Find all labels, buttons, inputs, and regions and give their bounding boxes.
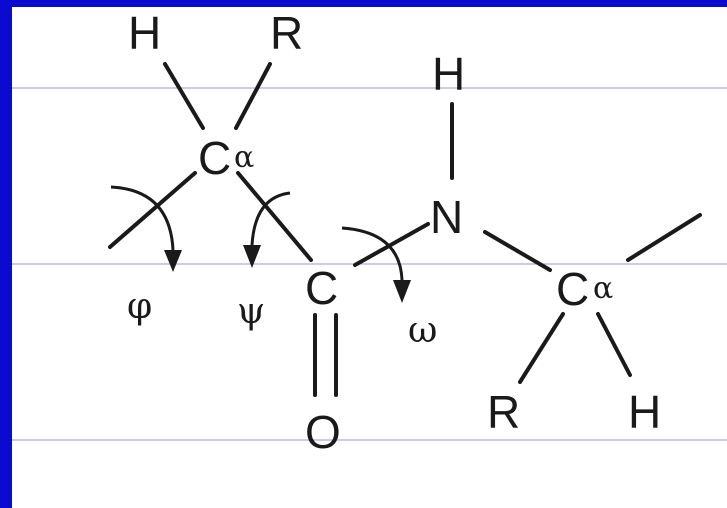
- omega-arrow-head: [393, 280, 411, 303]
- phi-arrow-head: [164, 250, 182, 272]
- atom-carbonyl-c: C: [305, 262, 338, 314]
- bond-r-calpha1: [234, 62, 272, 130]
- bond-n-calpha2: [483, 230, 552, 272]
- atom-r-bottom: R: [487, 386, 520, 438]
- bond-calpha2-r: [518, 312, 565, 384]
- psi-arrow-head: [243, 245, 261, 268]
- bond-h-calpha1: [163, 62, 205, 130]
- atom-calpha-1: C: [198, 132, 231, 184]
- bond-c-n: [353, 222, 430, 267]
- bond-calpha1-c: [236, 171, 313, 262]
- omega-arrow-arc: [341, 226, 404, 281]
- torsion-label-omega: ω: [408, 310, 437, 351]
- atom-r-top: R: [270, 7, 303, 59]
- atom-calpha-2: C: [556, 263, 589, 315]
- bond-calpha2-right: [626, 213, 702, 262]
- atom-h-bottom-right: H: [628, 386, 661, 438]
- atom-nitrogen: N: [430, 191, 463, 243]
- alpha-subscript-1: α: [234, 140, 254, 175]
- atom-carbonyl-o: O: [305, 406, 341, 458]
- alpha-subscript-2: α: [593, 271, 613, 306]
- torsion-label-psi: ψ: [237, 291, 265, 332]
- torsion-label-phi: φ: [127, 286, 152, 327]
- psi-arrow-arc: [250, 191, 291, 246]
- atom-h-top-left: H: [128, 7, 161, 59]
- atom-h-on-n: H: [432, 48, 465, 100]
- bond-calpha2-h: [596, 312, 632, 377]
- bond-calpha1-left: [108, 171, 197, 249]
- phi-arrow-arc: [110, 185, 175, 251]
